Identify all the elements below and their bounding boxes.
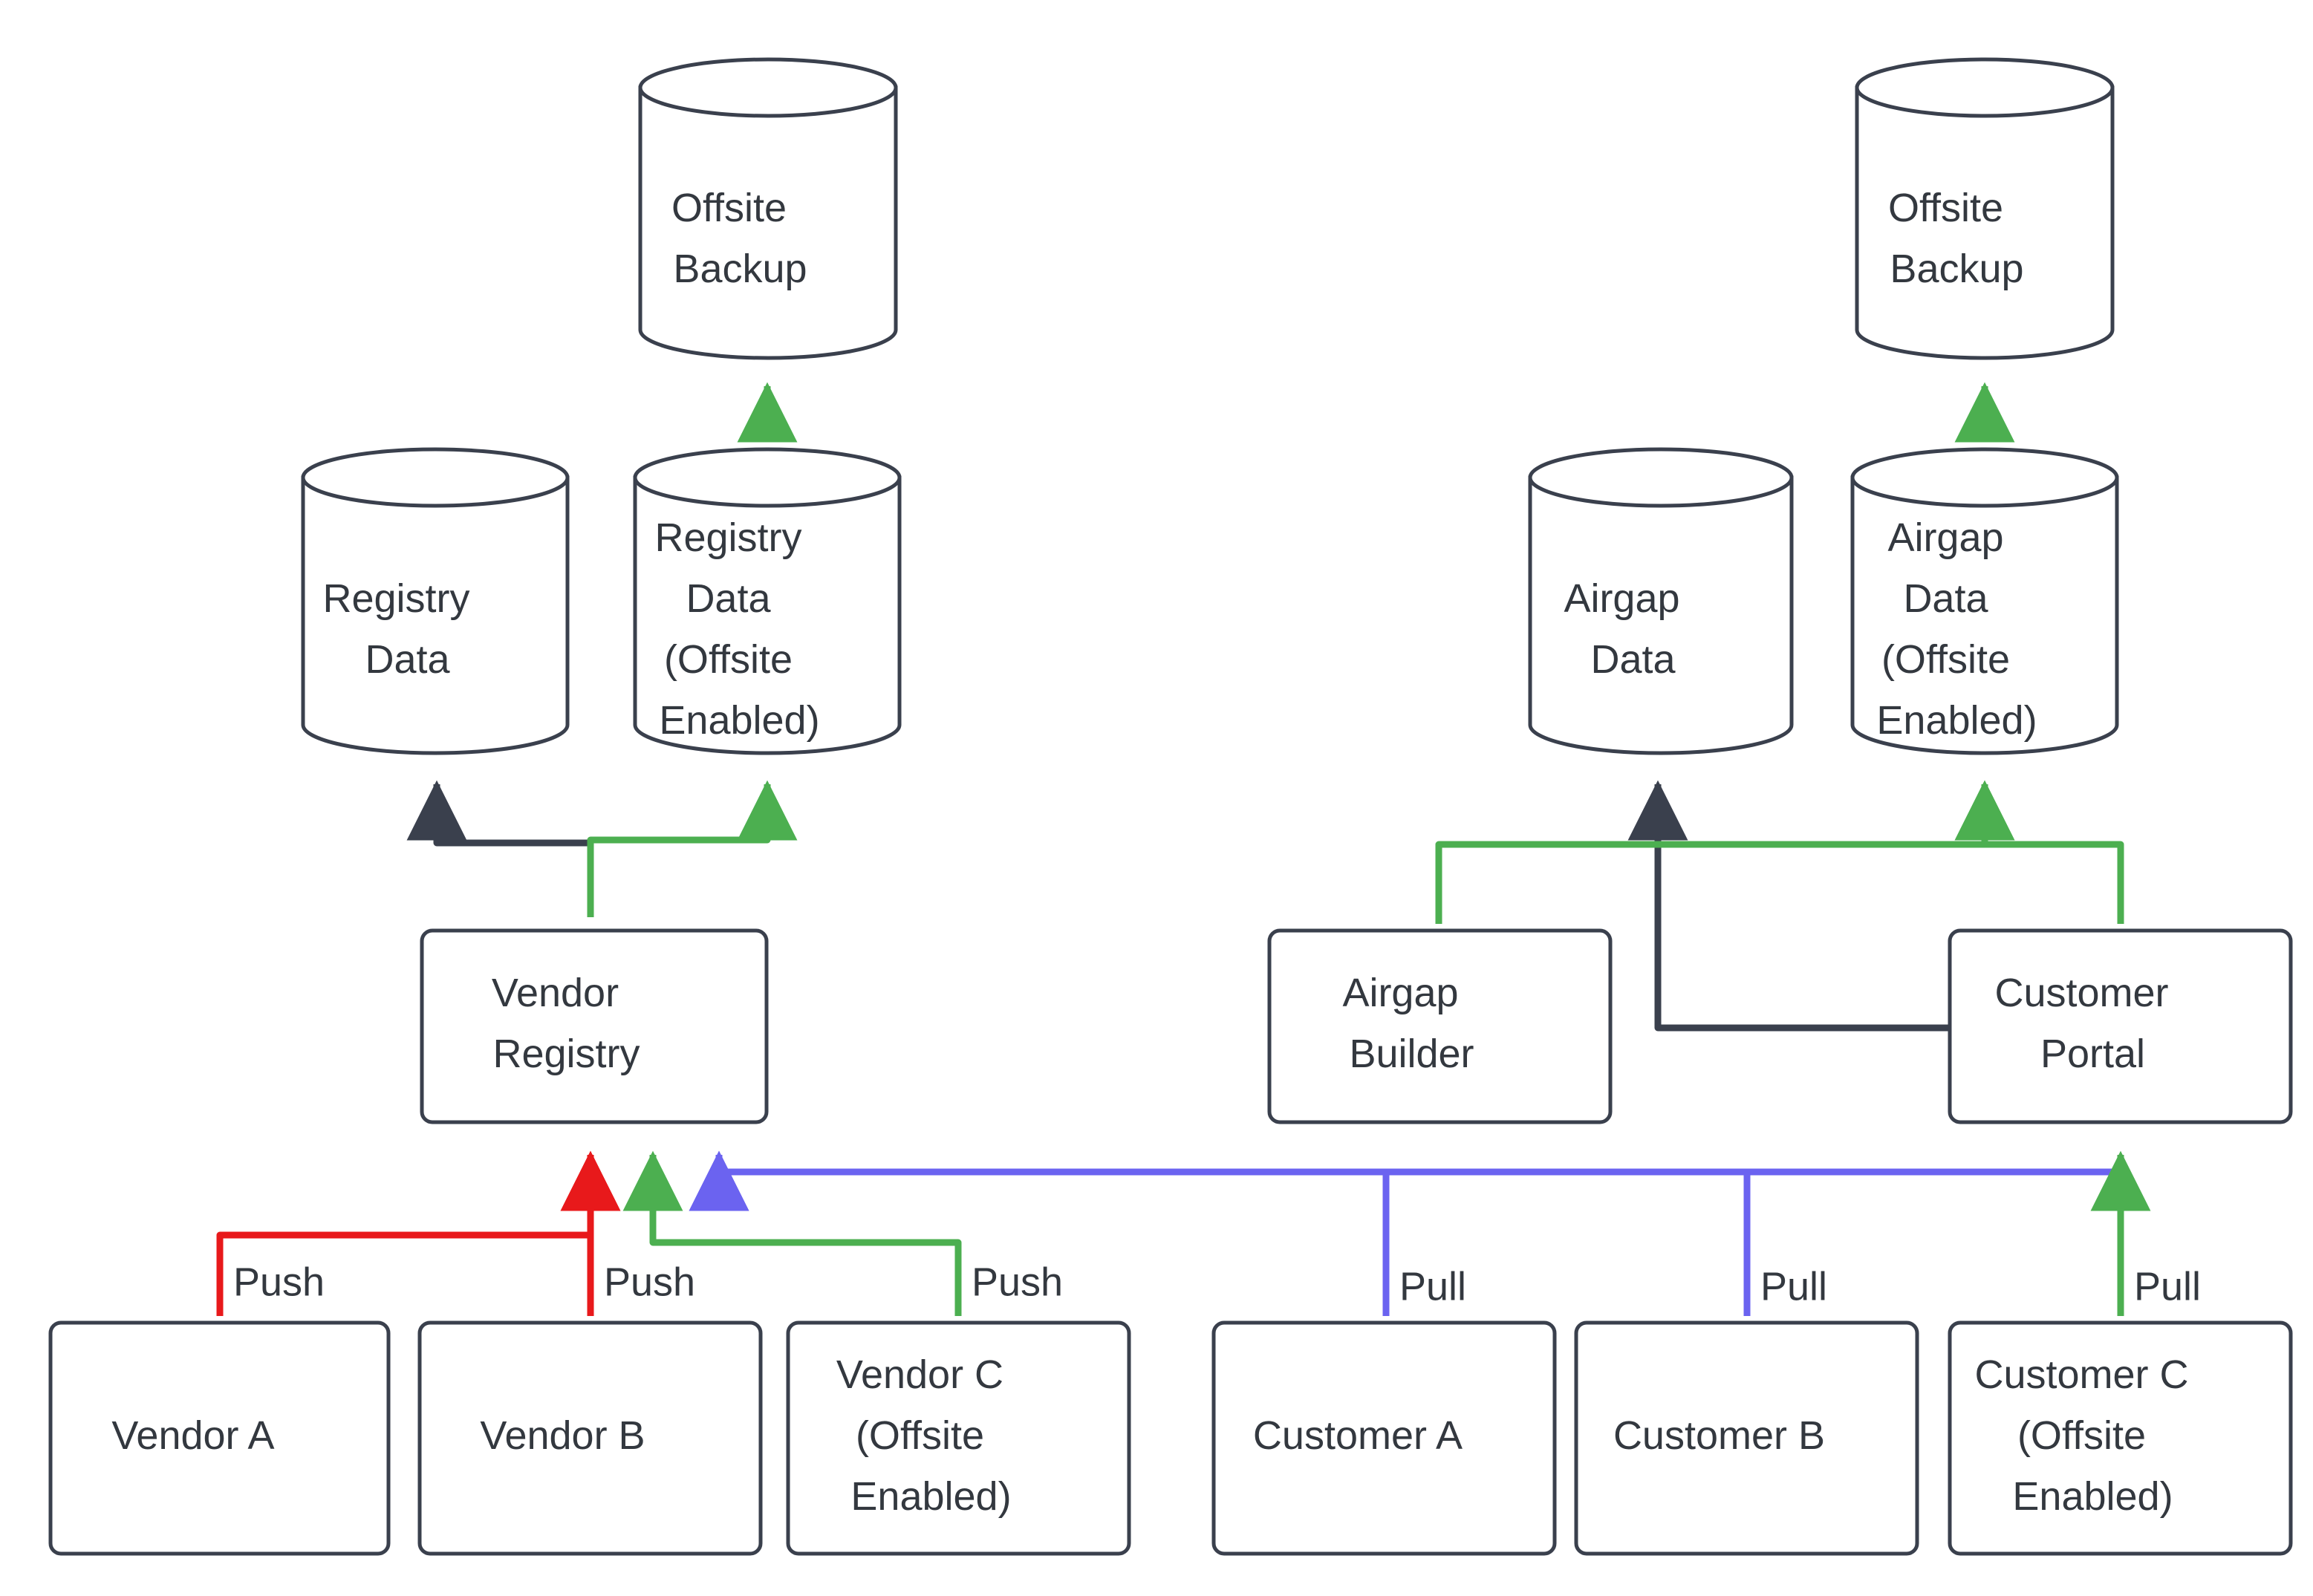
edge-customer-portal-to-airgap-data-offsite [1954,780,2124,924]
edge-label-vendor-b-push: Push [604,1260,695,1304]
cylinder-body [1855,85,2115,360]
edge-vendor-c-to-vendor-registry [622,1150,962,1316]
edge-label-customer-b-pull: Pull [1760,1264,1827,1309]
node-box [48,1320,391,1556]
node-airgap-data-offsite[interactable]: Airgap Data (Offsite Enabled) [1850,447,2119,755]
cylinder-body [633,475,902,755]
node-label: Airgap Data (Offsite Enabled) [1876,515,2092,743]
node-box [1574,1320,1919,1556]
node-box [786,1320,1131,1556]
cylinder-body [301,475,570,755]
edge-airgap-builder-to-airgap-data-offsite [1435,780,2015,924]
node-offsite-backup-left[interactable]: Offsite Backup [638,57,898,360]
edge-vendor-registry-to-registry-data [406,780,594,917]
node-customer-b[interactable]: Customer B [1574,1320,1919,1556]
node-airgap-data[interactable]: Airgap Data [1528,447,1794,755]
node-airgap-builder[interactable]: Airgap Builder [1267,928,1613,1124]
node-customer-c[interactable]: Customer C (Offsite Enabled) [1948,1320,2293,1556]
node-box [1948,928,2293,1124]
cylinder-top [633,447,902,508]
node-label: Offsite Backup [1888,186,2081,291]
edge-vendor-registry-to-registry-data-offsite [587,780,798,917]
edge-blue-trunk-right [689,1150,2121,1211]
node-label: Airgap Data [1564,576,1757,682]
node-box [420,928,769,1124]
edge-label-customer-a-pull: Pull [1399,1264,1466,1309]
node-label: Airgap Builder [1342,971,1536,1076]
node-registry-data[interactable]: Registry Data [301,447,570,755]
cylinder-body [1850,475,2119,755]
cylinder-top [1855,57,2115,118]
node-customer-a[interactable]: Customer A [1211,1320,1557,1556]
node-box [1211,1320,1557,1556]
edge-label-customer-c-pull: Pull [2134,1264,2201,1309]
node-label: Vendor A [111,1413,328,1458]
node-label: Customer Portal [1994,971,2246,1076]
node-label: Vendor B [480,1413,700,1458]
edge-customer-portal-to-airgap-data [1627,780,1950,1032]
node-registry-data-offsite[interactable]: Registry Data (Offsite Enabled) [633,447,902,755]
node-label: Customer B [1613,1413,1881,1458]
node-vendor-a[interactable]: Vendor A [48,1320,391,1556]
node-offsite-backup-right[interactable]: Offsite Backup [1855,57,2115,360]
node-vendor-b[interactable]: Vendor B [417,1320,763,1556]
node-label: Vendor C (Offsite Enabled) [836,1352,1081,1519]
node-vendor-c[interactable]: Vendor C (Offsite Enabled) [786,1320,1131,1556]
node-label: Registry Data [322,576,547,682]
node-vendor-registry[interactable]: Vendor Registry [420,928,769,1124]
cylinder-body [1528,475,1794,755]
cylinder-top [1850,447,2119,508]
node-label: Vendor Registry [492,971,697,1076]
cylinder-top [1528,447,1794,508]
node-box [417,1320,763,1556]
cylinder-top [638,57,898,118]
edge-label-vendor-a-push: Push [233,1260,325,1304]
cylinder-body [638,85,898,360]
edge-customer-b-to-vendor-registry [689,1150,1751,1316]
node-label: Offsite Backup [671,186,865,291]
cylinder-top [301,447,570,508]
node-box [1267,928,1613,1124]
node-label: Registry Data (Offsite Enabled) [654,515,879,743]
node-customer-portal[interactable]: Customer Portal [1948,928,2293,1124]
node-box [1948,1320,2293,1556]
node-label: Customer C (Offsite Enabled) [1974,1352,2266,1519]
edge-label-vendor-c-push: Push [972,1260,1063,1304]
node-label: Customer A [1253,1413,1516,1458]
